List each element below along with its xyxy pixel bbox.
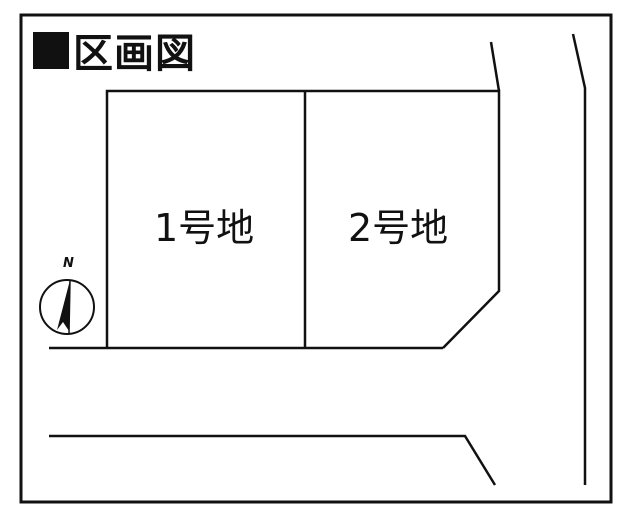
page-title: 区画図 bbox=[33, 30, 196, 78]
far-road-edge bbox=[49, 434, 497, 486]
side-road-edge-right bbox=[571, 33, 587, 485]
lot-1-label: 1号地 bbox=[154, 206, 255, 250]
outer-frame bbox=[19, 13, 613, 504]
side-road-edge-left bbox=[489, 41, 501, 92]
north-arrow-icon bbox=[39, 279, 95, 335]
title-text: 区画図 bbox=[73, 31, 196, 77]
north-label: N bbox=[63, 256, 74, 271]
lot-2-label: 2号地 bbox=[348, 206, 449, 250]
title-square-icon bbox=[33, 32, 69, 69]
